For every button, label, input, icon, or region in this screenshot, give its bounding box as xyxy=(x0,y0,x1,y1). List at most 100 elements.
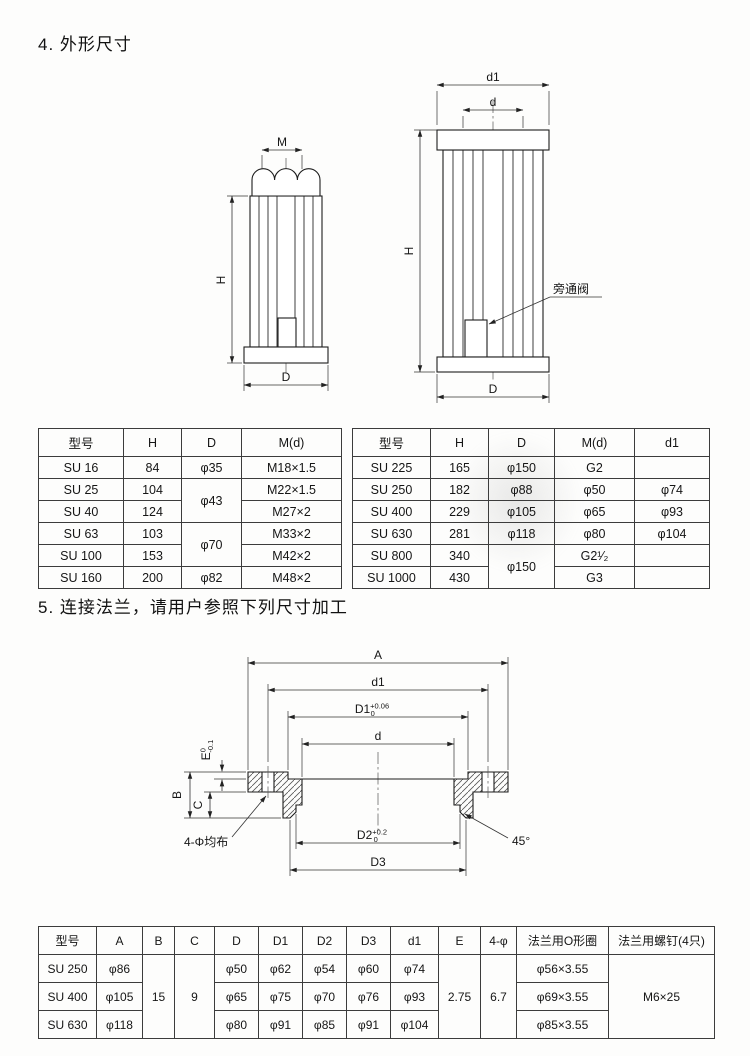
cell-m: φ80 xyxy=(554,522,635,545)
filter-body xyxy=(442,149,544,358)
cell-model: SU 250 xyxy=(352,478,431,501)
cell-d1-cap: φ91 xyxy=(258,1010,303,1039)
cell-h: 430 xyxy=(430,566,489,589)
cell-d3: φ91 xyxy=(346,1010,391,1039)
bypass-valve xyxy=(464,319,488,358)
cell-model: SU 630 xyxy=(38,1010,97,1039)
bottom-flange xyxy=(243,346,329,364)
dim-h-large: H xyxy=(402,129,437,373)
cell-model: SU 400 xyxy=(38,982,97,1011)
hex-cap xyxy=(251,168,321,197)
bolt-hole-right xyxy=(481,766,495,798)
header-h: H xyxy=(123,428,182,457)
table-row: SU 250 182 φ88 φ50 φ74 xyxy=(352,478,710,501)
cell-d1-cap: φ75 xyxy=(258,982,303,1011)
dim-d-bottom: D xyxy=(436,374,550,403)
cell-h: 103 xyxy=(123,522,182,545)
cell-model: SU 400 xyxy=(352,500,431,523)
cell-m: G2¹⁄₂ xyxy=(554,544,635,567)
cell-a: φ86 xyxy=(96,954,143,983)
cell-d1 xyxy=(634,566,710,589)
cell-e: 2.75 xyxy=(438,954,481,1039)
dim-label-a: A xyxy=(374,648,382,662)
filter-large-drawing: d1 d H D 旁通阀 xyxy=(402,70,602,403)
dim-label-e: E0-0.1 xyxy=(199,740,216,761)
cell-model: SU 16 xyxy=(38,456,124,479)
table-row: SU 16 84 φ35 M18×1.5 xyxy=(38,456,342,479)
table-header-row: 型号 A B C D D1 D2 D3 d1 E 4-φ 法兰用O形圈 法兰用螺… xyxy=(38,926,715,955)
cell-oring: φ85×3.55 xyxy=(516,1010,609,1039)
cell-a: φ105 xyxy=(96,982,143,1011)
table-row: SU 225 165 φ150 G2 xyxy=(352,456,710,479)
cell-model: SU 225 xyxy=(352,456,431,479)
cell-d2: φ70 xyxy=(302,982,347,1011)
cell-hole: 6.7 xyxy=(480,954,517,1039)
cell-d: φ65 xyxy=(214,982,259,1011)
cell-h: 281 xyxy=(430,522,489,545)
cell-h: 229 xyxy=(430,500,489,523)
header-model: 型号 xyxy=(38,926,97,955)
header-b: B xyxy=(142,926,175,955)
dim-m: M xyxy=(261,135,303,169)
header-h: H xyxy=(430,428,489,457)
dim-label-m: M xyxy=(277,135,287,149)
cell-d3: φ76 xyxy=(346,982,391,1011)
cell-d: φ150 xyxy=(488,456,555,479)
dim-label-d: d xyxy=(490,95,497,109)
header-model: 型号 xyxy=(352,428,431,457)
cell-oring: φ56×3.55 xyxy=(516,954,609,983)
dim-label-d-outer: D xyxy=(489,382,498,396)
cell-oring: φ69×3.55 xyxy=(516,982,609,1011)
dim-d-top: d xyxy=(462,95,524,128)
cell-h: 153 xyxy=(123,544,182,567)
header-screw: 法兰用螺钉(4只) xyxy=(608,926,715,955)
dim-label-b: B xyxy=(170,791,184,799)
outline-drawings: M H D xyxy=(214,70,602,403)
dim-label-d1: d1 xyxy=(371,675,385,689)
cell-model: SU 1000 xyxy=(352,566,431,589)
cell-m: φ50 xyxy=(554,478,635,501)
cell-model: SU 160 xyxy=(38,566,124,589)
table-row: SU 630 281 φ118 φ80 φ104 xyxy=(352,522,710,545)
dim-d1: d1 xyxy=(267,675,489,762)
dim-a: A xyxy=(247,648,509,770)
cell-h: 165 xyxy=(430,456,489,479)
cell-h: 182 xyxy=(430,478,489,501)
header-a: A xyxy=(96,926,143,955)
dim-d-small: D xyxy=(243,365,329,391)
table-row: SU 63 103 φ70 M33×2 xyxy=(38,522,342,567)
cell-model: SU 250 xyxy=(38,954,97,983)
cell-h: 200 xyxy=(123,566,182,589)
dim-label-h-large: H xyxy=(402,247,416,256)
header-d: D xyxy=(181,428,242,457)
cell-d2: φ54 xyxy=(302,954,347,983)
dim-label-d: d xyxy=(375,729,382,743)
top-cap xyxy=(436,129,550,151)
header-d3: D3 xyxy=(346,926,391,955)
table-row: SU 160 200 φ82 M48×2 xyxy=(38,566,342,589)
dim-label-D3: D3 xyxy=(370,855,386,869)
cell-model: SU 630 xyxy=(352,522,431,545)
cell-m: M33×2 xyxy=(241,522,342,545)
header-e: E xyxy=(438,926,481,955)
cell-d1 xyxy=(634,456,710,479)
cell-d1: φ104 xyxy=(634,522,710,545)
holes-callout: 4-Φ均布 xyxy=(184,795,267,849)
cell-screw: M6×25 xyxy=(608,954,715,1039)
table-row: SU 400 229 φ105 φ65 φ93 xyxy=(352,500,710,523)
flange-dimension-table: 型号 A B C D D1 D2 D3 d1 E 4-φ 法兰用O形圈 法兰用螺… xyxy=(38,926,715,1039)
spec-table-large-models: 型号 H D M(d) d1 SU 225 165 φ150 G2 SU 250… xyxy=(352,428,710,589)
cell-m: M22×1.5 xyxy=(241,478,342,501)
cell-d1 xyxy=(634,544,710,567)
cell-b: 15 xyxy=(142,954,175,1039)
dim-label-c: C xyxy=(191,800,205,809)
cell-d1: φ74 xyxy=(634,478,710,501)
cell-m: M42×2 xyxy=(241,544,342,567)
cell-h: 84 xyxy=(123,456,182,479)
table-header-row: 型号 H D M(d) xyxy=(38,428,342,457)
